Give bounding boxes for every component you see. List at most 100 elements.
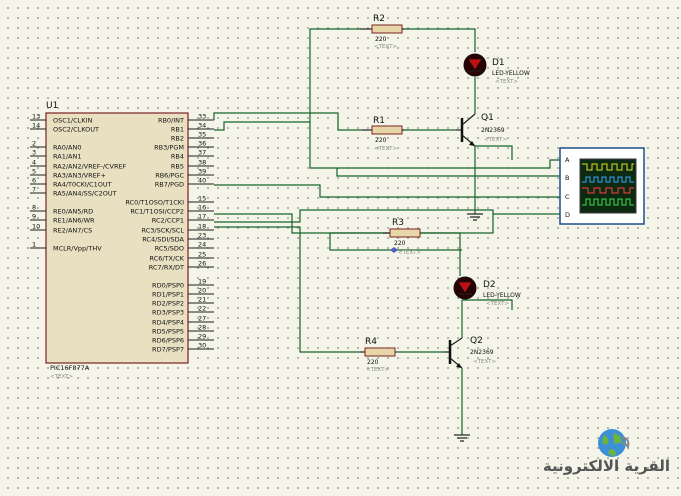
u1-pin-number: 34 [198, 122, 206, 130]
u1-pin-name: RC5/SDO [155, 245, 184, 253]
scope-channel-c: C [565, 193, 570, 201]
u1-pin-number: 38 [198, 159, 206, 167]
u1-pin-number: 25 [198, 251, 206, 259]
u1-pin-name: RB3/PGM [154, 144, 184, 152]
u1-pin-number: 23 [198, 232, 206, 240]
led-d1[interactable]: D1 LED-YELLOW <TEXT> [463, 53, 530, 85]
r3-value: 220 [394, 240, 406, 247]
r2-value: 220 [375, 36, 387, 43]
u1-pin-number: 33 [198, 113, 206, 121]
u1-pin-number: 29 [198, 333, 206, 341]
resistor-r3[interactable]: R3 220 <TEXT> [383, 218, 421, 256]
watermark-logo: القرية الالكترونية [543, 425, 676, 485]
r4-value: 220 [367, 359, 379, 366]
u1-pin-number: 3 [32, 149, 36, 157]
resistor-r1[interactable]: R1 220 <TEXT> [362, 116, 405, 152]
u1-pin-name: RA4/T0CKI/C1OUT [53, 181, 112, 189]
oscilloscope[interactable]: A B C D [559, 147, 645, 225]
u1-pin-number: 39 [198, 168, 206, 176]
ground-q2 [454, 434, 470, 442]
d1-ref: D1 [492, 58, 505, 68]
r1-ref: R1 [373, 116, 385, 126]
u1-pin-number: 19 [198, 278, 206, 286]
u1-pin-number: 9 [32, 213, 36, 221]
u1-pin-number: 10 [32, 223, 40, 231]
u1-pin-number: 20 [198, 287, 206, 295]
u1-pin-number: 4 [32, 159, 36, 167]
u1-pin-number: 5 [32, 168, 36, 176]
u1-pin-number: 40 [198, 177, 206, 185]
u1-pin-name: RB2 [171, 135, 184, 143]
r3-ref: R3 [392, 218, 404, 228]
u1-pin-number: 37 [198, 149, 206, 157]
transistor-q1[interactable]: Q1 2N2369 <TEXT> [456, 113, 507, 147]
q1-text-tag: <TEXT> [484, 137, 507, 143]
u1-pin-number: 28 [198, 324, 206, 332]
scope-trace-d [582, 198, 634, 206]
u1-text-tag: <TEXT> [50, 374, 73, 380]
u1-body [45, 112, 189, 364]
u1-right-pins: 33RB0/INT34RB135RB236RB3/PGM37RB438RB539… [125, 113, 214, 354]
u1-pin-number: 14 [32, 122, 40, 130]
u1-pin-name: RC2/CCP1 [152, 217, 184, 225]
r3-text-tag: <TEXT> [398, 250, 421, 256]
u1-pin-number: 1 [32, 241, 36, 249]
r4-ref: R4 [365, 337, 377, 347]
q2-ref: Q2 [470, 336, 483, 346]
u1-pin-name: RD6/PSP6 [152, 337, 184, 345]
led-d2[interactable]: D2 LED-YELLOW <TEXT> [453, 276, 521, 307]
u1-pin-name: RD3/PSP3 [152, 309, 184, 317]
u1-pin-name: RA5/AN4/SS/C2OUT [53, 190, 117, 198]
transistor-q2[interactable]: Q2 2N2369 <TEXT> [444, 336, 496, 369]
u1-pin-number: 36 [198, 140, 206, 148]
u1-pin-name: RD0/PSP0 [152, 282, 184, 290]
resistor-r4[interactable]: R4 220 <TEXT> [360, 337, 396, 373]
u1-pin-name: MCLR/Vpp/THV [53, 245, 102, 253]
u1-pin-number: 16 [198, 204, 206, 212]
u1-pin-name: RC7/RX/DT [149, 264, 184, 272]
resistor-r2[interactable]: R2 220 <TEXT> [360, 14, 404, 50]
u1-pin-name: RC1/T1OSI/CCP2 [130, 208, 184, 216]
r4-text-tag: <TEXT> [366, 367, 389, 373]
q1-value: 2N2369 [481, 127, 505, 134]
u1-pin-number: 7 [32, 186, 36, 194]
